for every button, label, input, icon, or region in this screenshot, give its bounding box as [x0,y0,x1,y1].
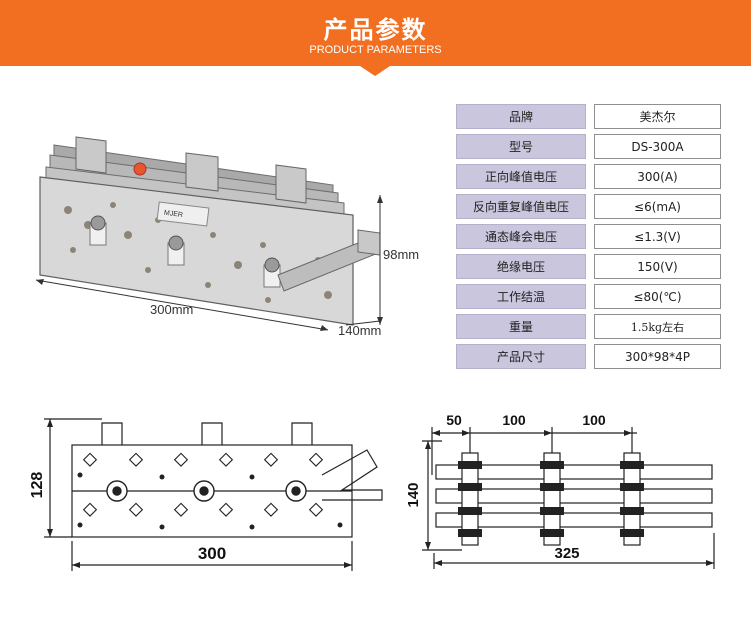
param-row: 正向峰值电压 300(A) [456,164,721,189]
banner-notch [360,66,390,76]
plate-label: MJER [164,210,184,219]
param-value: 美杰尔 [594,104,721,129]
front-view-drawing: 128 300 [29,418,383,571]
param-row: 产品尺寸 300*98*4P [456,344,721,369]
param-key: 反向重复峰值电压 [456,194,586,219]
param-value: 1.5kg左右 [594,314,721,339]
page-subtitle: PRODUCT PARAMETERS [309,44,442,56]
side-view-drawing: 50 100 100 140 325 [405,412,715,569]
param-row: 品牌 美杰尔 [456,104,721,129]
param-value: ≤6(mA) [594,194,721,219]
param-key: 工作结温 [456,284,586,309]
param-row: 绝缘电压 150(V) [456,254,721,279]
param-key: 品牌 [456,104,586,129]
param-key: 正向峰值电压 [456,164,586,189]
param-value: ≤80(℃) [594,284,721,309]
param-value: 300(A) [594,164,721,189]
param-key: 产品尺寸 [456,344,586,369]
param-row: 反向重复峰值电压 ≤6(mA) [456,194,721,219]
param-key: 型号 [456,134,586,159]
front-width-dim: 300 [198,544,226,563]
param-value: 300*98*4P [594,344,721,369]
front-height-dim: 128 [29,472,46,499]
page-title: 产品参数 [323,16,428,44]
header-banner [0,0,751,66]
side-spacing-2: 100 [502,412,526,428]
photo-width-dim: 300mm [150,302,194,317]
param-value: ≤1.3(V) [594,224,721,249]
param-row: 型号 DS-300A [456,134,721,159]
param-value: 150(V) [594,254,721,279]
param-key: 重量 [456,314,586,339]
side-spacing-1: 50 [446,412,462,428]
photo-depth-dim: 140mm [338,323,382,338]
param-row: 工作结温 ≤80(℃) [456,284,721,309]
param-row: 通态峰会电压 ≤1.3(V) [456,224,721,249]
param-key: 通态峰会电压 [456,224,586,249]
param-value: DS-300A [594,134,721,159]
param-table: 品牌 美杰尔 型号 DS-300A 正向峰值电压 300(A) 反向重复峰值电压… [456,104,721,374]
side-spacing-3: 100 [582,412,606,428]
product-photo: MJER [35,136,383,331]
photo-height-dim: 98mm [383,247,420,262]
side-height-dim: 140 [405,482,422,507]
param-row: 重量 1.5kg左右 [456,314,721,339]
param-key: 绝缘电压 [456,254,586,279]
side-width-dim: 325 [554,545,579,562]
